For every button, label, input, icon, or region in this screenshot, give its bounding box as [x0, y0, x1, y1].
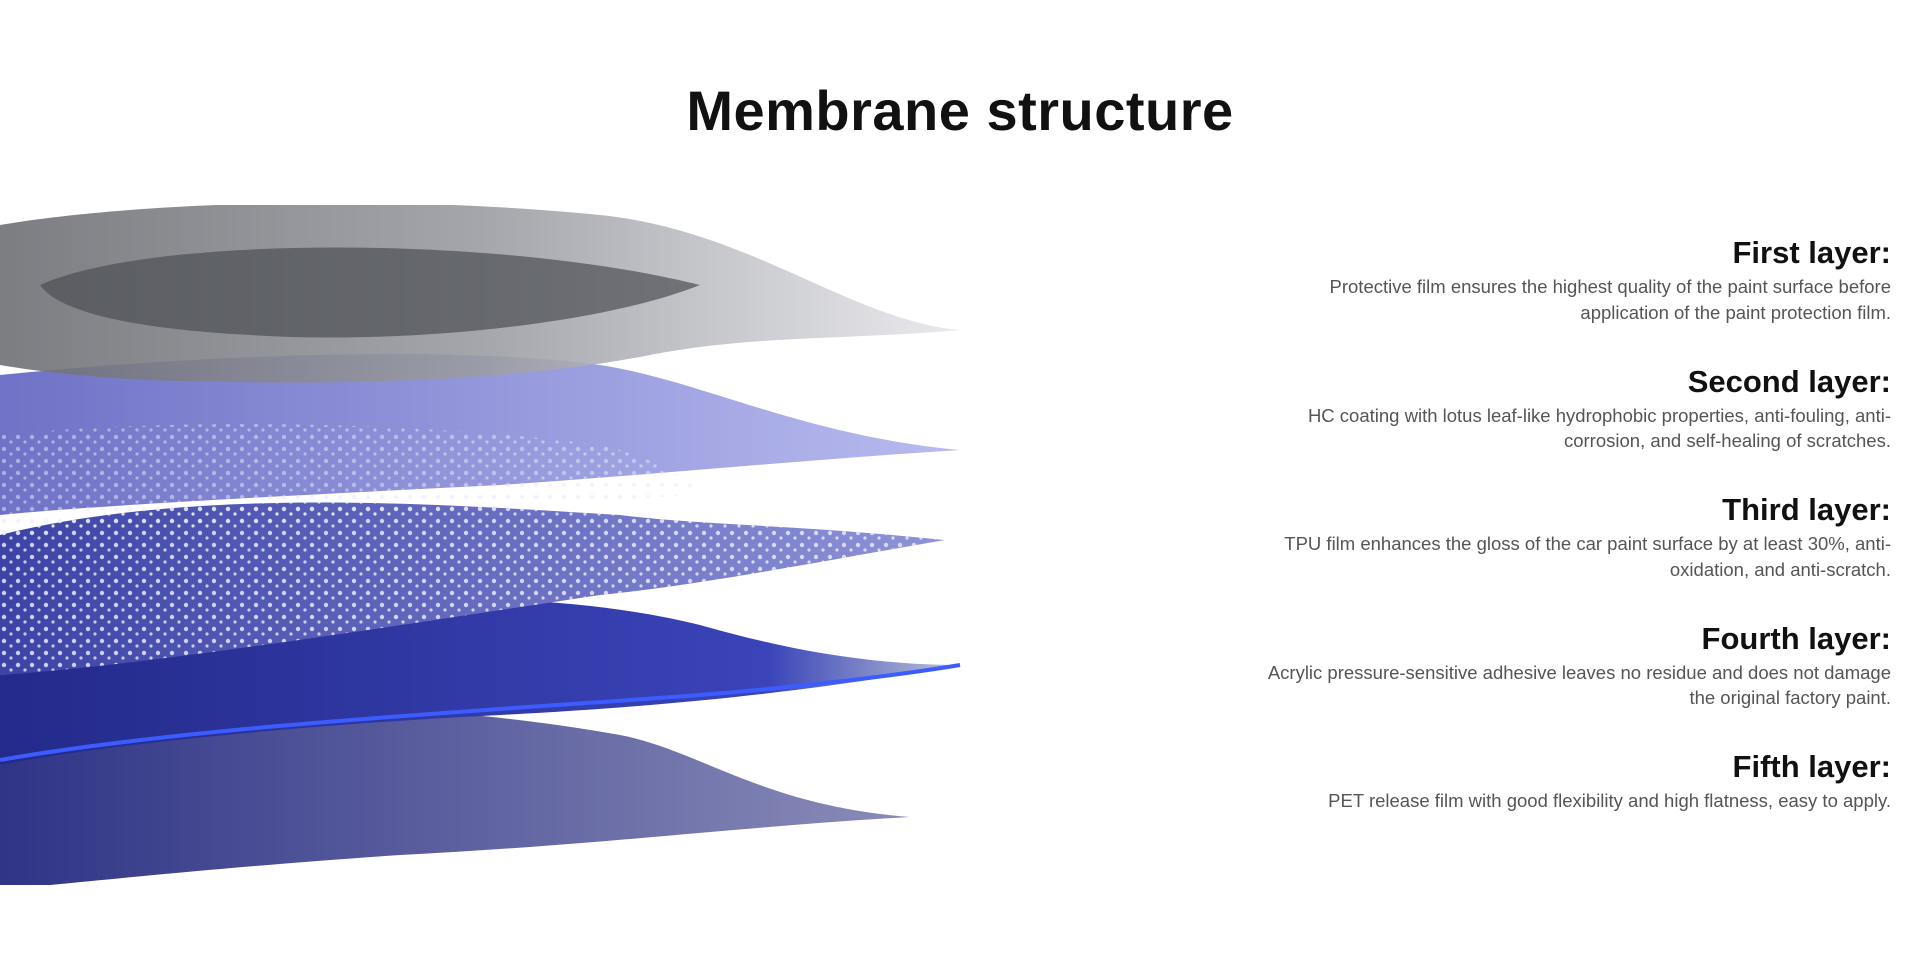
- layer-fifth: Fifth layer: PET release film with good …: [1111, 746, 1891, 875]
- page-title: Membrane structure: [686, 79, 1234, 142]
- description-line: application of the paint protection film…: [1580, 301, 1891, 323]
- fifth-layer-film: [0, 708, 910, 885]
- description-line: PET release film with good flexibility a…: [1328, 790, 1891, 811]
- layer-descriptions: First layer: Protective film ensures the…: [1111, 232, 1891, 875]
- description-line: Acrylic pressure-sensitive adhesive leav…: [1267, 661, 1891, 683]
- layer-heading: Second layer:: [1687, 363, 1891, 399]
- description-line: Protective film ensures the highest qual…: [1329, 276, 1891, 297]
- layer-description: HC coating with lotus leaf-like hydropho…: [1111, 403, 1891, 454]
- membrane-layers-illustration: [0, 205, 961, 885]
- layer-second: Second layer: HC coating with lotus leaf…: [1111, 361, 1891, 490]
- layer-description: Protective film ensures the highest qual…: [1111, 274, 1891, 325]
- layer-heading: Fourth layer:: [1701, 620, 1891, 656]
- layer-heading: Third layer:: [1722, 492, 1891, 527]
- layer-fourth: Fourth layer: Acrylic pressure-sensitive…: [1111, 618, 1891, 747]
- description-line: corrosion, and self-healing of scratches…: [1563, 430, 1891, 451]
- second-layer-film: [0, 354, 960, 535]
- layer-description: TPU film enhances the gloss of the car p…: [1111, 531, 1891, 582]
- description-line: HC coating with lotus leaf-like hydropho…: [1307, 404, 1891, 426]
- layer-heading: First layer:: [1732, 235, 1891, 270]
- layer-description: Acrylic pressure-sensitive adhesive leav…: [1111, 660, 1891, 711]
- layer-third: Third layer: TPU film enhances the gloss…: [1111, 489, 1891, 618]
- description-line: oxidation, and anti-scratch.: [1669, 558, 1891, 580]
- layer-heading: Fifth layer:: [1732, 749, 1891, 784]
- layer-description: PET release film with good flexibility a…: [1111, 788, 1891, 814]
- description-line: the original factory paint.: [1689, 687, 1891, 708]
- first-layer-film: [0, 205, 960, 383]
- third-layer-film: [0, 502, 945, 675]
- layer-first: First layer: Protective film ensures the…: [1111, 232, 1891, 361]
- description-line: TPU film enhances the gloss of the car p…: [1284, 533, 1891, 554]
